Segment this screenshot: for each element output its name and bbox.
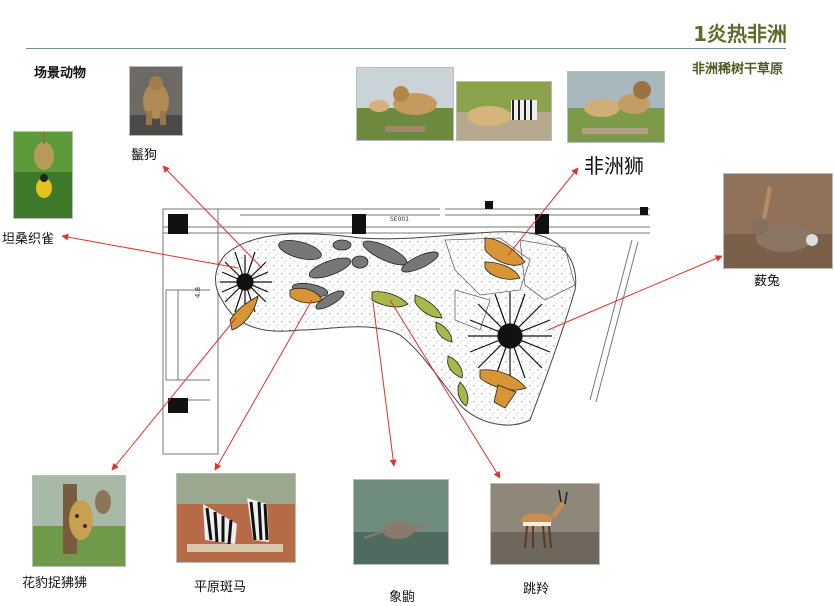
- zebra-photo: [177, 474, 295, 562]
- hyena-label: 鬣狗: [131, 148, 158, 163]
- springbok-photo: [491, 484, 599, 564]
- arrow-springbok: [389, 299, 501, 479]
- leopard-baboon-photo: [33, 476, 125, 566]
- shrew-label: 象鼩: [389, 590, 416, 605]
- title-divider: [26, 48, 786, 49]
- arrow-zebra: [214, 299, 313, 471]
- hare-label: 薮兔: [754, 274, 781, 289]
- page-subtitle: 非洲稀树干草原: [691, 62, 783, 77]
- lion-photo-2: [457, 82, 551, 140]
- gray-specimens: [278, 239, 439, 310]
- lion-label: 非洲狮: [584, 154, 644, 178]
- weaver-bird-photo: [14, 132, 72, 218]
- acacia-tree-right: [468, 292, 552, 380]
- arrow-shrew: [372, 301, 397, 467]
- arrow-hyena: [162, 165, 263, 269]
- leopard-label: 花豹捉狒狒: [22, 576, 88, 591]
- arrow-weaver: [61, 233, 239, 269]
- elephant-shrew-photo: [354, 480, 448, 564]
- rock-slabs: [444, 237, 576, 331]
- springbok-label: 跳羚: [523, 582, 550, 597]
- page-title: 1炎热非洲: [693, 22, 787, 46]
- dimension-text: SE001: [390, 216, 409, 223]
- section-label: 场景动物: [34, 66, 87, 81]
- hyena-photo: [130, 67, 182, 135]
- lion-photo-3: [568, 72, 664, 142]
- arrow-hare: [547, 255, 723, 331]
- lion-photo-1: [357, 68, 453, 140]
- orange-specimens: [229, 237, 527, 409]
- arrow-leopard: [111, 317, 237, 471]
- hare-photo: [724, 174, 832, 268]
- acacia-tree-left: [220, 251, 272, 313]
- zebra-label: 平原斑马: [194, 580, 247, 595]
- arrow-lion: [507, 167, 579, 256]
- weaver-label: 坦桑织雀: [2, 232, 55, 247]
- side-dimension-text: 4.8: [194, 287, 202, 298]
- green-specimens: [371, 291, 469, 407]
- structural-columns: [168, 201, 648, 413]
